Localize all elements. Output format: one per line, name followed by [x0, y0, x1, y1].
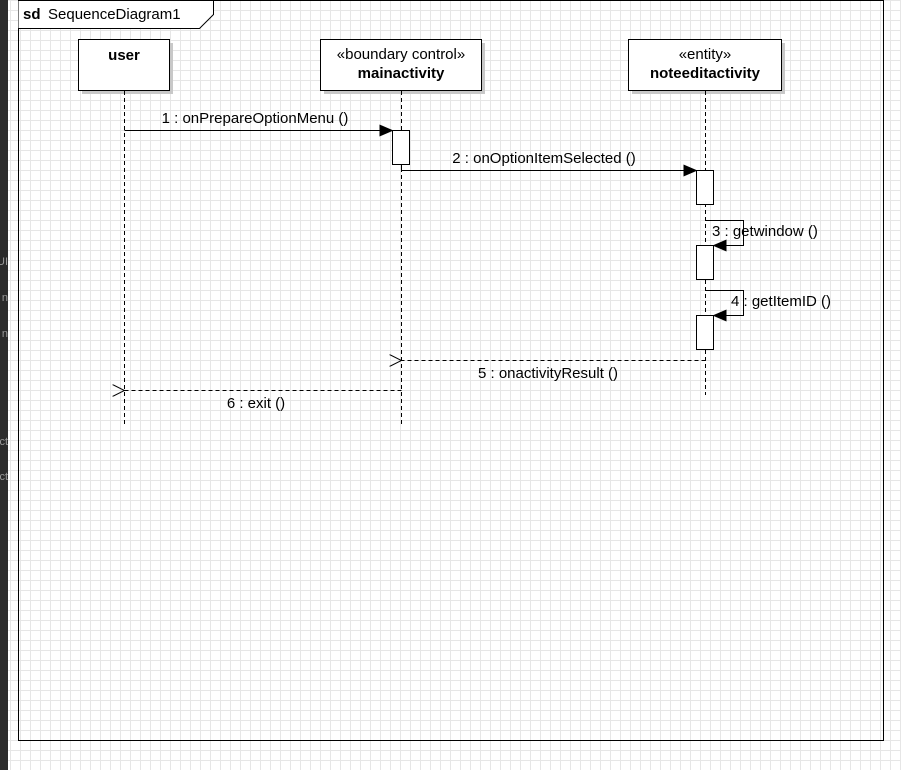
lifeline-user[interactable]: user — [78, 39, 174, 426]
message-1[interactable]: 1 : onPrepareOptionMenu () — [124, 110, 394, 137]
activation-bar[interactable] — [392, 130, 410, 165]
lifeline-name: mainactivity — [358, 65, 445, 82]
activation-bar[interactable] — [696, 245, 714, 280]
activation-bar[interactable] — [696, 315, 714, 350]
frame-keyword: sd — [23, 6, 41, 23]
side-panel-fragment: UI — [0, 256, 8, 268]
message-label: 4 : getItemID () — [731, 293, 831, 310]
activation-bar[interactable] — [696, 170, 714, 205]
message-arrow[interactable] — [401, 164, 698, 177]
lifeline-name: noteeditactivity — [650, 65, 761, 82]
message-label: 2 : onOptionItemSelected () — [452, 150, 635, 167]
frame-tab[interactable] — [18, 0, 214, 29]
message-3[interactable]: 3 : getwindow () — [705, 220, 818, 252]
frame-border[interactable] — [18, 0, 884, 741]
side-panel-fragment: ct — [0, 436, 8, 448]
side-panel-fragment: ct — [0, 471, 8, 483]
message-label: 5 : onactivityResult () — [478, 365, 618, 382]
message-arrow[interactable] — [705, 220, 744, 252]
message-label: 1 : onPrepareOptionMenu () — [162, 110, 349, 127]
message-label: 6 : exit () — [227, 395, 285, 412]
lifeline-name: user — [108, 47, 140, 64]
lifeline-head[interactable] — [78, 39, 170, 91]
message-5[interactable]: 5 : onactivityResult () — [402, 361, 706, 383]
message-label: 3 : getwindow () — [712, 223, 818, 240]
side-panel-fragment: n — [1, 292, 8, 304]
lifeline-noteeditactivity[interactable]: «entity» noteeditactivity — [628, 39, 786, 396]
message-arrow[interactable] — [705, 290, 744, 322]
side-panel-edge: UI n n ct ct — [0, 0, 8, 770]
frame-name: SequenceDiagram1 — [48, 6, 181, 23]
lifeline-head[interactable] — [320, 39, 482, 91]
message-6[interactable]: 6 : exit () — [125, 391, 402, 413]
lifeline-stereotype: «boundary control» — [337, 46, 465, 63]
message-2[interactable]: 2 : onOptionItemSelected () — [401, 150, 698, 177]
lifeline-stereotype: «entity» — [679, 46, 732, 63]
lifeline-mainactivity[interactable]: «boundary control» mainactivity — [320, 39, 486, 426]
lifeline-head[interactable] — [628, 39, 782, 91]
message-4[interactable]: 4 : getItemID () — [705, 290, 832, 322]
side-panel-fragment: n — [1, 328, 8, 340]
